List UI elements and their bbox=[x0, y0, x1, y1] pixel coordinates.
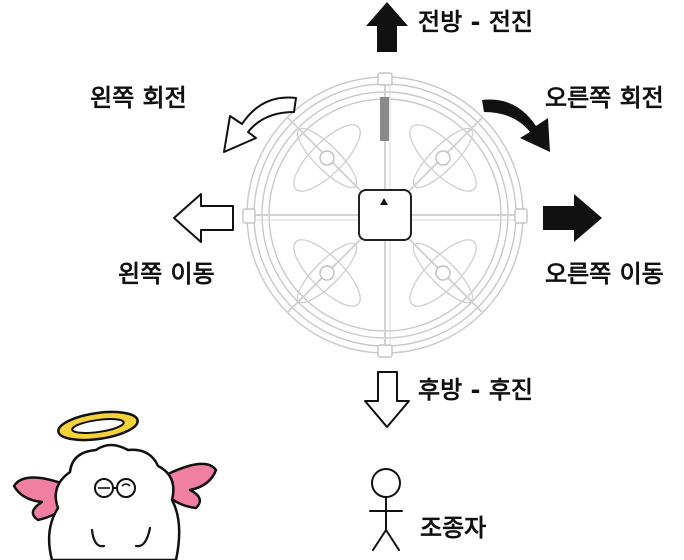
move-right-arrow-icon bbox=[543, 194, 602, 242]
forward-label: 전방 - 전진 bbox=[418, 8, 533, 36]
forward-arrow-icon bbox=[366, 2, 408, 52]
rotate-right-label: 오른쪽 회전 bbox=[545, 84, 664, 112]
drone-body bbox=[358, 189, 412, 241]
rotate-left-label: 왼쪽 회전 bbox=[90, 84, 187, 112]
angel-mascot-icon bbox=[12, 410, 218, 560]
move-left-label: 왼쪽 이동 bbox=[118, 260, 215, 288]
backward-label: 후방 - 후진 bbox=[418, 376, 533, 404]
pilot-figure-icon bbox=[369, 468, 403, 551]
backward-arrow-icon bbox=[364, 371, 410, 428]
front-indicator bbox=[380, 97, 389, 141]
move-left-arrow-icon bbox=[173, 193, 234, 243]
rotate-left-arrow-icon bbox=[223, 96, 297, 153]
pilot-label: 조종자 bbox=[420, 514, 487, 542]
move-right-label: 오른쪽 이동 bbox=[545, 260, 664, 288]
rotate-right-arrow-icon bbox=[482, 99, 550, 152]
heading-marker-icon bbox=[380, 198, 388, 205]
